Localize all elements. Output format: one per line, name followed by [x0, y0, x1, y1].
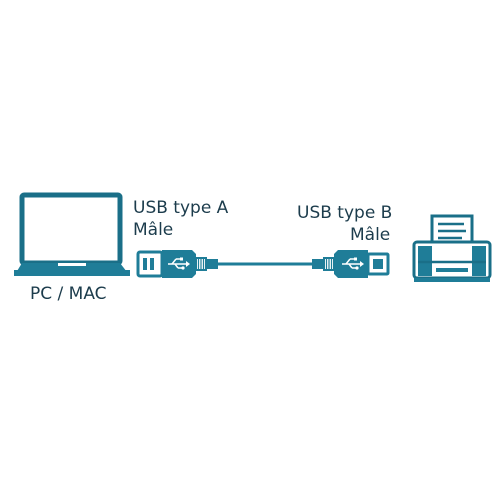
computer-label: PC / MAC — [30, 284, 107, 304]
usb-b-connector — [312, 250, 390, 278]
usb-a-gender-label: Mâle — [133, 220, 174, 240]
usb-symbol-icon — [168, 257, 190, 270]
printer-icon — [412, 214, 492, 282]
usb-b-gender-label: Mâle — [350, 225, 391, 245]
usb-a-type-label: USB type A — [133, 198, 229, 218]
laptop-icon — [14, 192, 130, 276]
usb-a-connector — [136, 250, 218, 278]
usb-b-type-label: USB type B — [297, 203, 393, 223]
usb-symbol-icon — [342, 257, 364, 270]
